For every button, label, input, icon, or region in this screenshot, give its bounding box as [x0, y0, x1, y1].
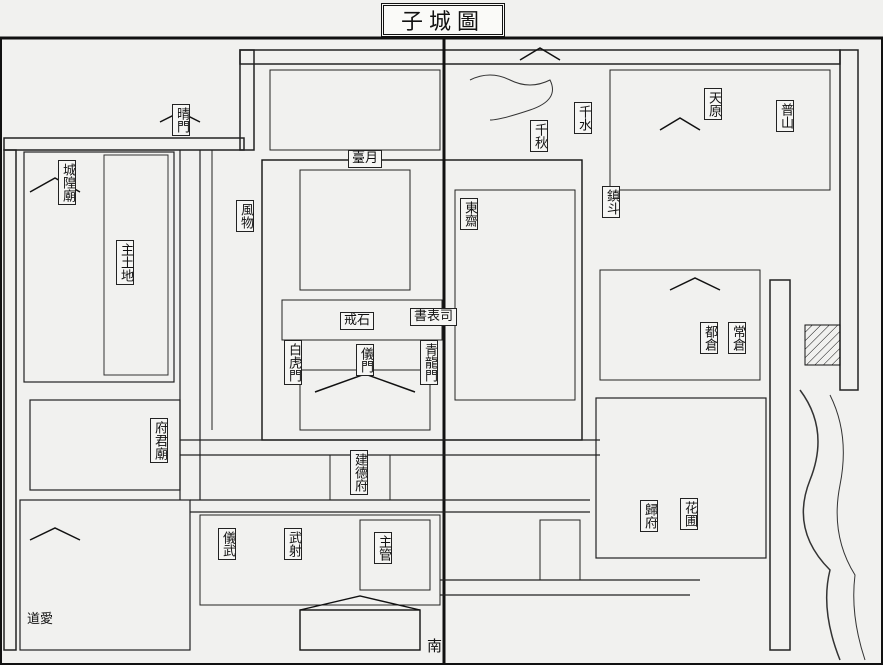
- label-qingmen: 晴門: [172, 104, 190, 136]
- label-jian-de-fu: 建德府: [350, 450, 368, 495]
- label-dong-zhai: 東齋: [460, 198, 478, 230]
- label-feng-wu: 風物: [236, 200, 254, 232]
- label-qian-qiu: 千秋: [530, 120, 548, 152]
- label-hua-pu: 花圃: [680, 498, 698, 530]
- label-shu-biao-si: 書表司: [410, 308, 458, 326]
- label-chang-cang: 常倉: [728, 322, 746, 354]
- label-fu-jun-temple: 府君廟: [150, 418, 168, 463]
- label-zhu-tu: 主土地: [116, 240, 134, 285]
- label-yi-wu: 儀武: [218, 528, 236, 560]
- label-chenghuang-temple: 城隍廟: [58, 160, 76, 205]
- label-ai-dao: 道愛: [27, 612, 54, 627]
- label-pu-shan: 普山: [776, 100, 794, 132]
- label-yi-men: 儀門: [356, 344, 374, 376]
- label-nan-south: 南: [425, 638, 443, 653]
- label-tai-yue: 臺月: [348, 150, 383, 168]
- label-wu-she: 武射: [284, 528, 302, 560]
- label-tian-yuan: 天原: [704, 88, 722, 120]
- label-zhu-guan: 主管: [374, 532, 392, 564]
- map-title: 子城圖: [381, 3, 505, 37]
- label-qian-shui: 千水: [574, 102, 592, 134]
- label-dou-cang: 都倉: [700, 322, 718, 354]
- label-gui-fu: 歸府: [640, 500, 658, 532]
- label-jie-shi: 戒石: [340, 312, 375, 330]
- label-zhen-dou: 鎮斗: [602, 186, 620, 218]
- label-bai-hu-gate: 白虎門: [284, 340, 302, 385]
- label-qing-long-gate: 青龍門: [420, 340, 438, 385]
